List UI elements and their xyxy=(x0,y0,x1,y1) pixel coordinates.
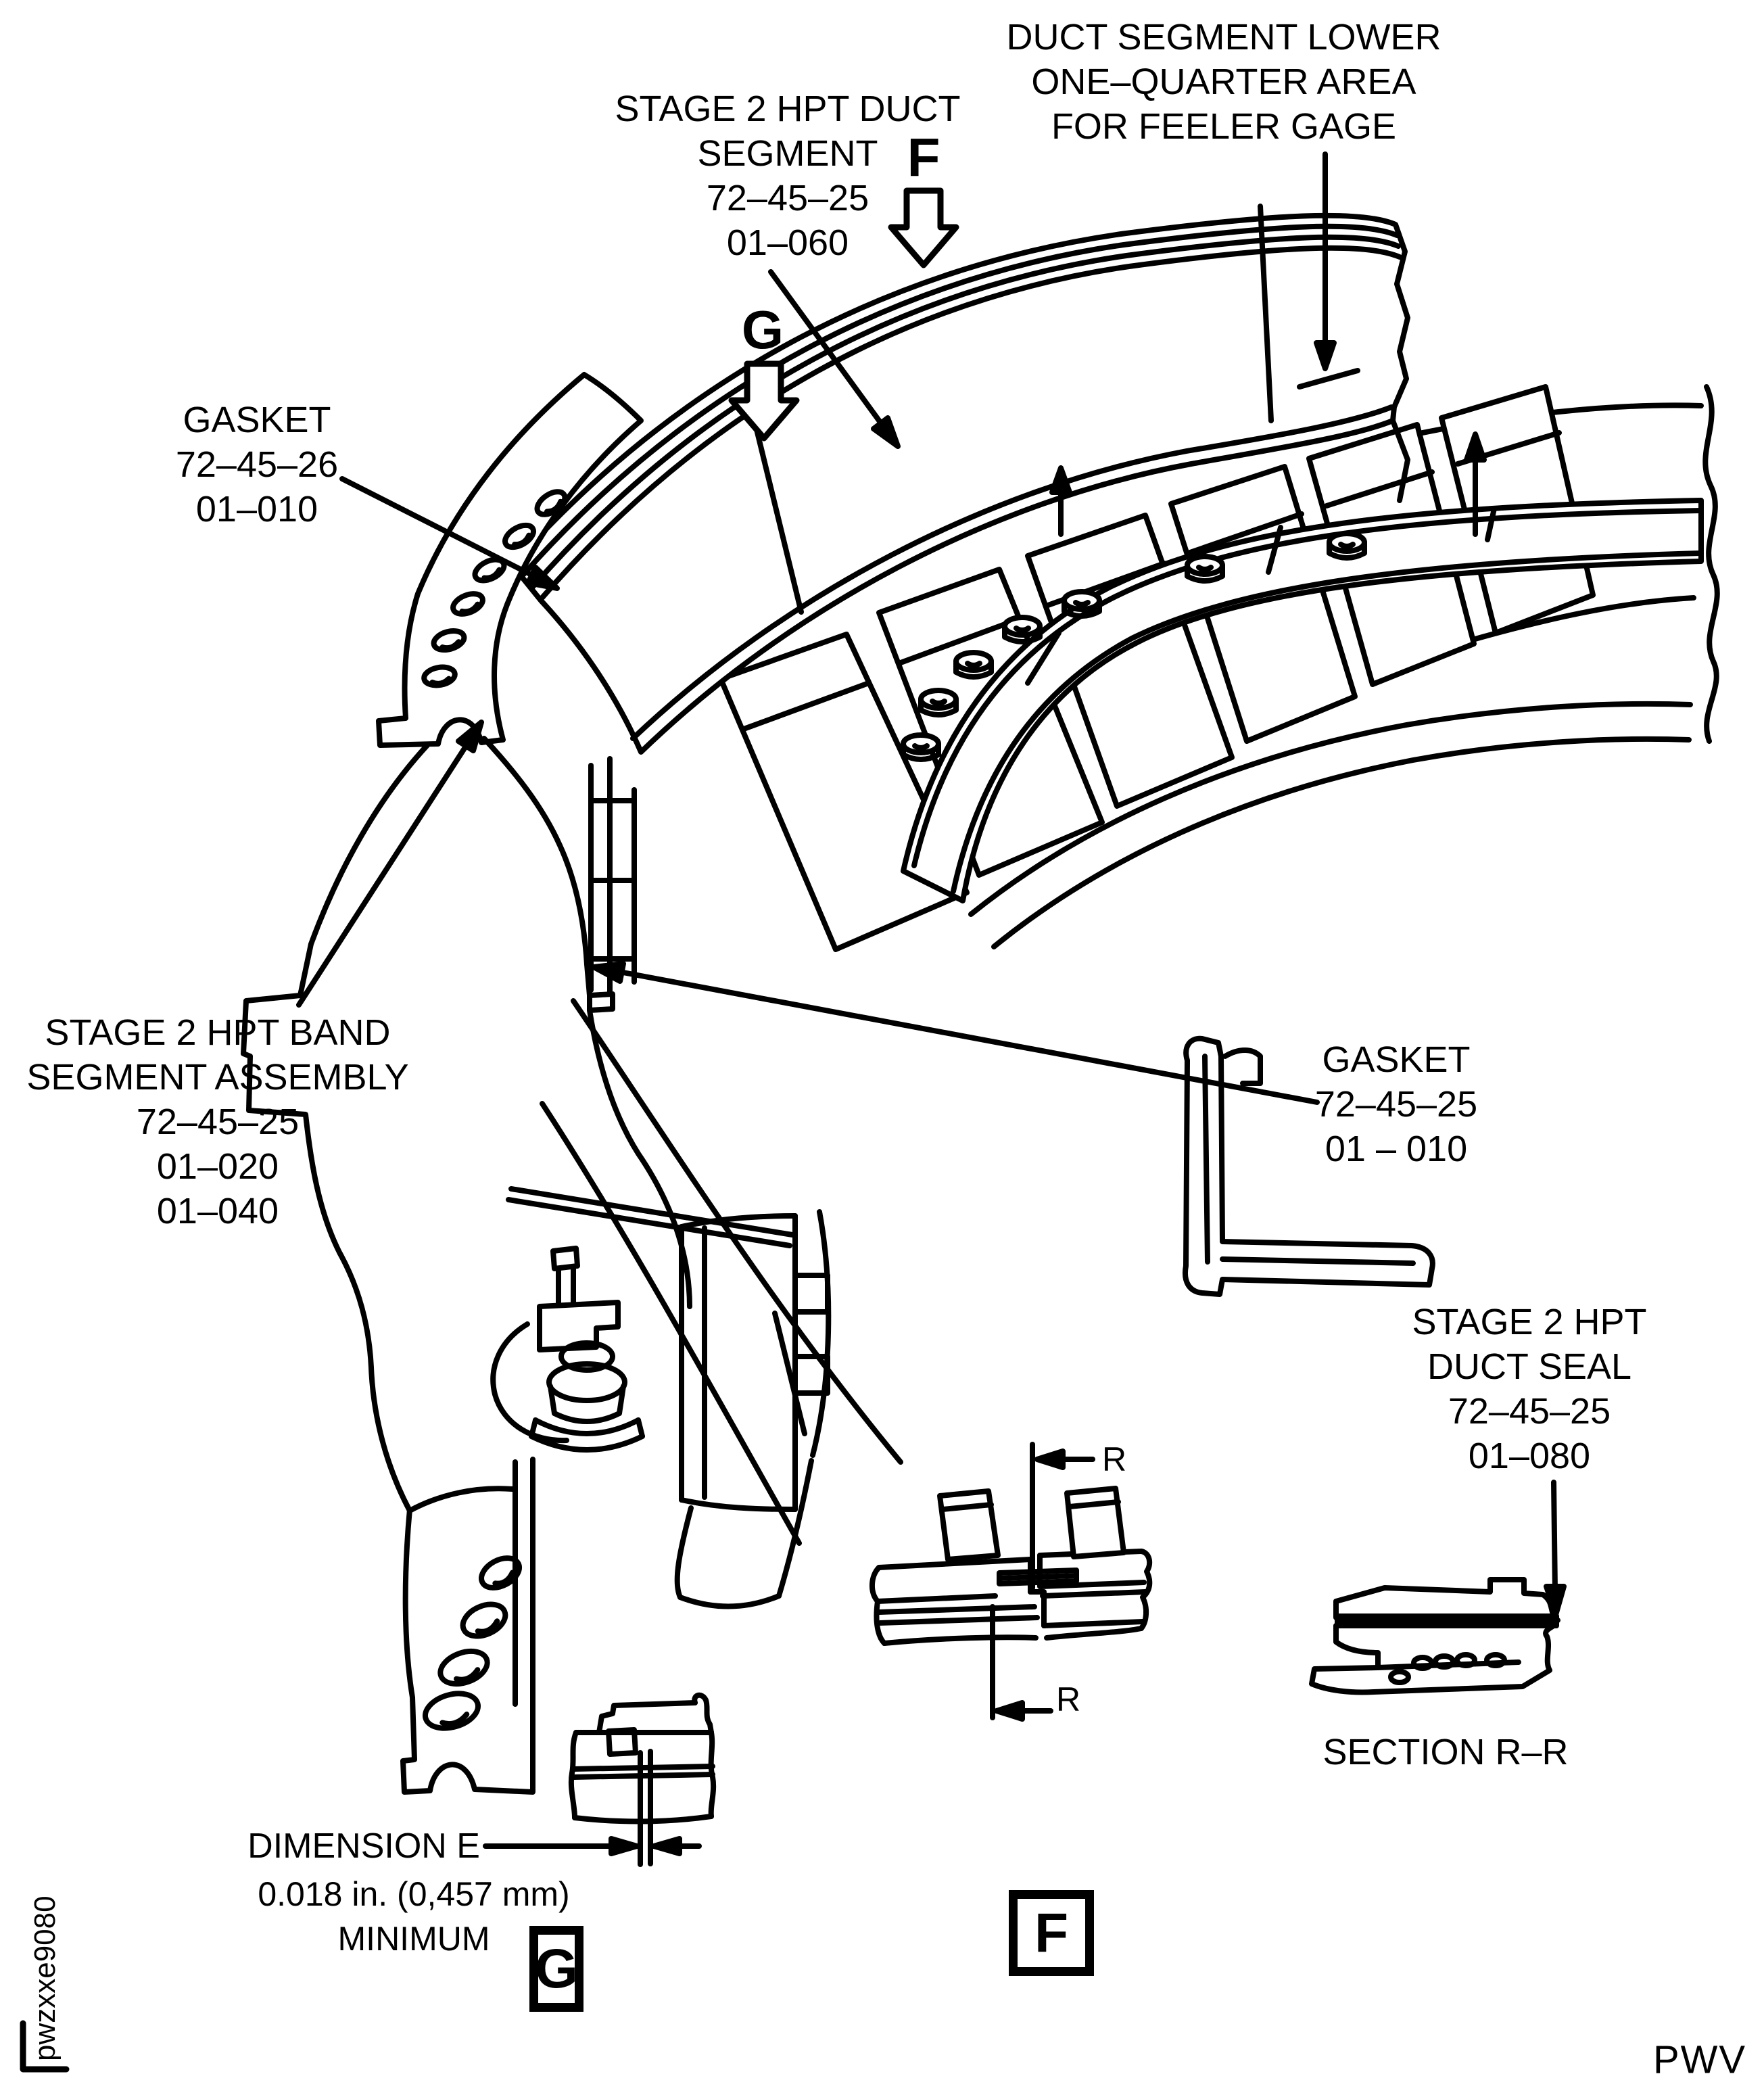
callout-duct-seal: STAGE 2 HPT DUCT SEAL 72–45–25 01–080 xyxy=(1412,1300,1646,1478)
callout-line: 01–020 xyxy=(156,1146,279,1187)
callout-feeler-area: DUCT SEGMENT LOWER ONE–QUARTER AREA FOR … xyxy=(1006,15,1441,149)
view-letter-g: G xyxy=(741,300,784,360)
callout-line: GASKET xyxy=(183,400,331,440)
section-rr-label: SECTION R–R xyxy=(1322,1730,1568,1774)
band-bosses xyxy=(901,531,1367,762)
callout-line: 01 – 010 xyxy=(1325,1129,1468,1169)
callout-line: 72–45–25 xyxy=(1314,1084,1478,1125)
callout-line: STAGE 2 HPT xyxy=(1412,1302,1647,1342)
callout-line: 01–040 xyxy=(156,1191,279,1231)
callout-line: ONE–QUARTER AREA xyxy=(1031,62,1416,102)
callout-line: 01–060 xyxy=(726,222,849,263)
callout-line: SECTION R–R xyxy=(1322,1732,1569,1772)
callout-line: DUCT SEGMENT LOWER xyxy=(1006,17,1441,57)
band-retainer-channel xyxy=(679,1209,832,1512)
center-cross-section xyxy=(241,736,903,1609)
detail-box-f: F xyxy=(1009,1890,1094,1976)
view-letter-f: F xyxy=(907,127,940,187)
detail-box-g-letter: G xyxy=(535,1937,578,2000)
callout-gasket-right: GASKET 72–45–25 01 – 010 xyxy=(1315,1037,1477,1171)
callout-line: 72–45–26 xyxy=(175,444,339,485)
section-letter-r-lower: R xyxy=(1055,1680,1081,1718)
feeler-tick xyxy=(1297,368,1360,390)
detail-g-drawing xyxy=(568,1692,717,1867)
view-arrow-g xyxy=(728,360,800,442)
artwork-code: pwzxxe9080 xyxy=(28,1895,62,2061)
leader-arrowhead xyxy=(456,720,484,753)
leader-arrowhead xyxy=(1464,431,1487,463)
callout-line: SEGMENT xyxy=(697,133,878,174)
dimension-arrows xyxy=(483,1836,702,1856)
callout-line: 72–45–25 xyxy=(706,178,869,218)
leader-arrowhead xyxy=(525,565,560,591)
leader-arrowhead xyxy=(1544,1584,1567,1618)
callout-line: 01–080 xyxy=(1468,1436,1591,1476)
leader-arrowhead xyxy=(871,415,901,449)
segment-joint-line xyxy=(1258,204,1274,423)
section-letter-r-upper: R xyxy=(1101,1440,1127,1478)
brand-code: PWV xyxy=(1652,2037,1747,2082)
view-arrows xyxy=(728,187,959,442)
detail-f-drawing xyxy=(869,1442,1153,1722)
duct-seal-strip xyxy=(1335,1613,1559,1628)
leader-arrowhead xyxy=(1049,465,1072,495)
callout-line: 01–010 xyxy=(195,489,318,529)
dimension-e-minimum: MINIMUM xyxy=(337,1920,490,1958)
leader-lines xyxy=(296,151,1567,1618)
corner-mark xyxy=(20,2020,70,2073)
callout-gasket-upper-left: GASKET 72–45–26 01–010 xyxy=(176,398,338,532)
break-edge xyxy=(1390,418,1410,503)
detail-box-f-letter: F xyxy=(1034,1902,1069,1964)
bolt-detail xyxy=(490,1321,645,1453)
dimension-e-value: 0.018 in. (0,457 mm) xyxy=(258,1875,570,1913)
leader-arrowhead xyxy=(1314,340,1337,371)
callout-line: 72–45–25 xyxy=(136,1102,300,1142)
view-arrow-f xyxy=(888,187,959,268)
leader-arrowhead xyxy=(591,961,626,984)
flange-bolt-holes xyxy=(421,489,568,688)
dimension-e-label: DIMENSION E xyxy=(247,1827,480,1866)
callout-line: STAGE 2 HPT DUCT xyxy=(615,89,961,129)
callout-line: 72–45–25 xyxy=(1448,1391,1611,1432)
inner-band-segments xyxy=(901,498,1704,949)
band-bracket-section xyxy=(1183,1035,1435,1297)
callout-line: STAGE 2 HPT BAND xyxy=(45,1012,391,1053)
right-break-line xyxy=(1702,384,1720,744)
section-rr-drawing xyxy=(1309,1577,1560,1695)
callout-line: GASKET xyxy=(1322,1039,1471,1080)
callout-line: SEGMENT ASSEMBLY xyxy=(26,1057,409,1098)
callout-band-assembly: STAGE 2 HPT BAND SEGMENT ASSEMBLY 72–45–… xyxy=(26,1010,408,1233)
detail-box-g: G xyxy=(529,1926,583,2012)
callout-line: DUCT SEAL xyxy=(1427,1346,1632,1387)
callout-duct-segment: STAGE 2 HPT DUCT SEGMENT 72–45–25 01–060 xyxy=(615,87,960,265)
lower-bolt-flange xyxy=(400,1457,535,1795)
callout-line: FOR FEELER GAGE xyxy=(1051,106,1397,147)
